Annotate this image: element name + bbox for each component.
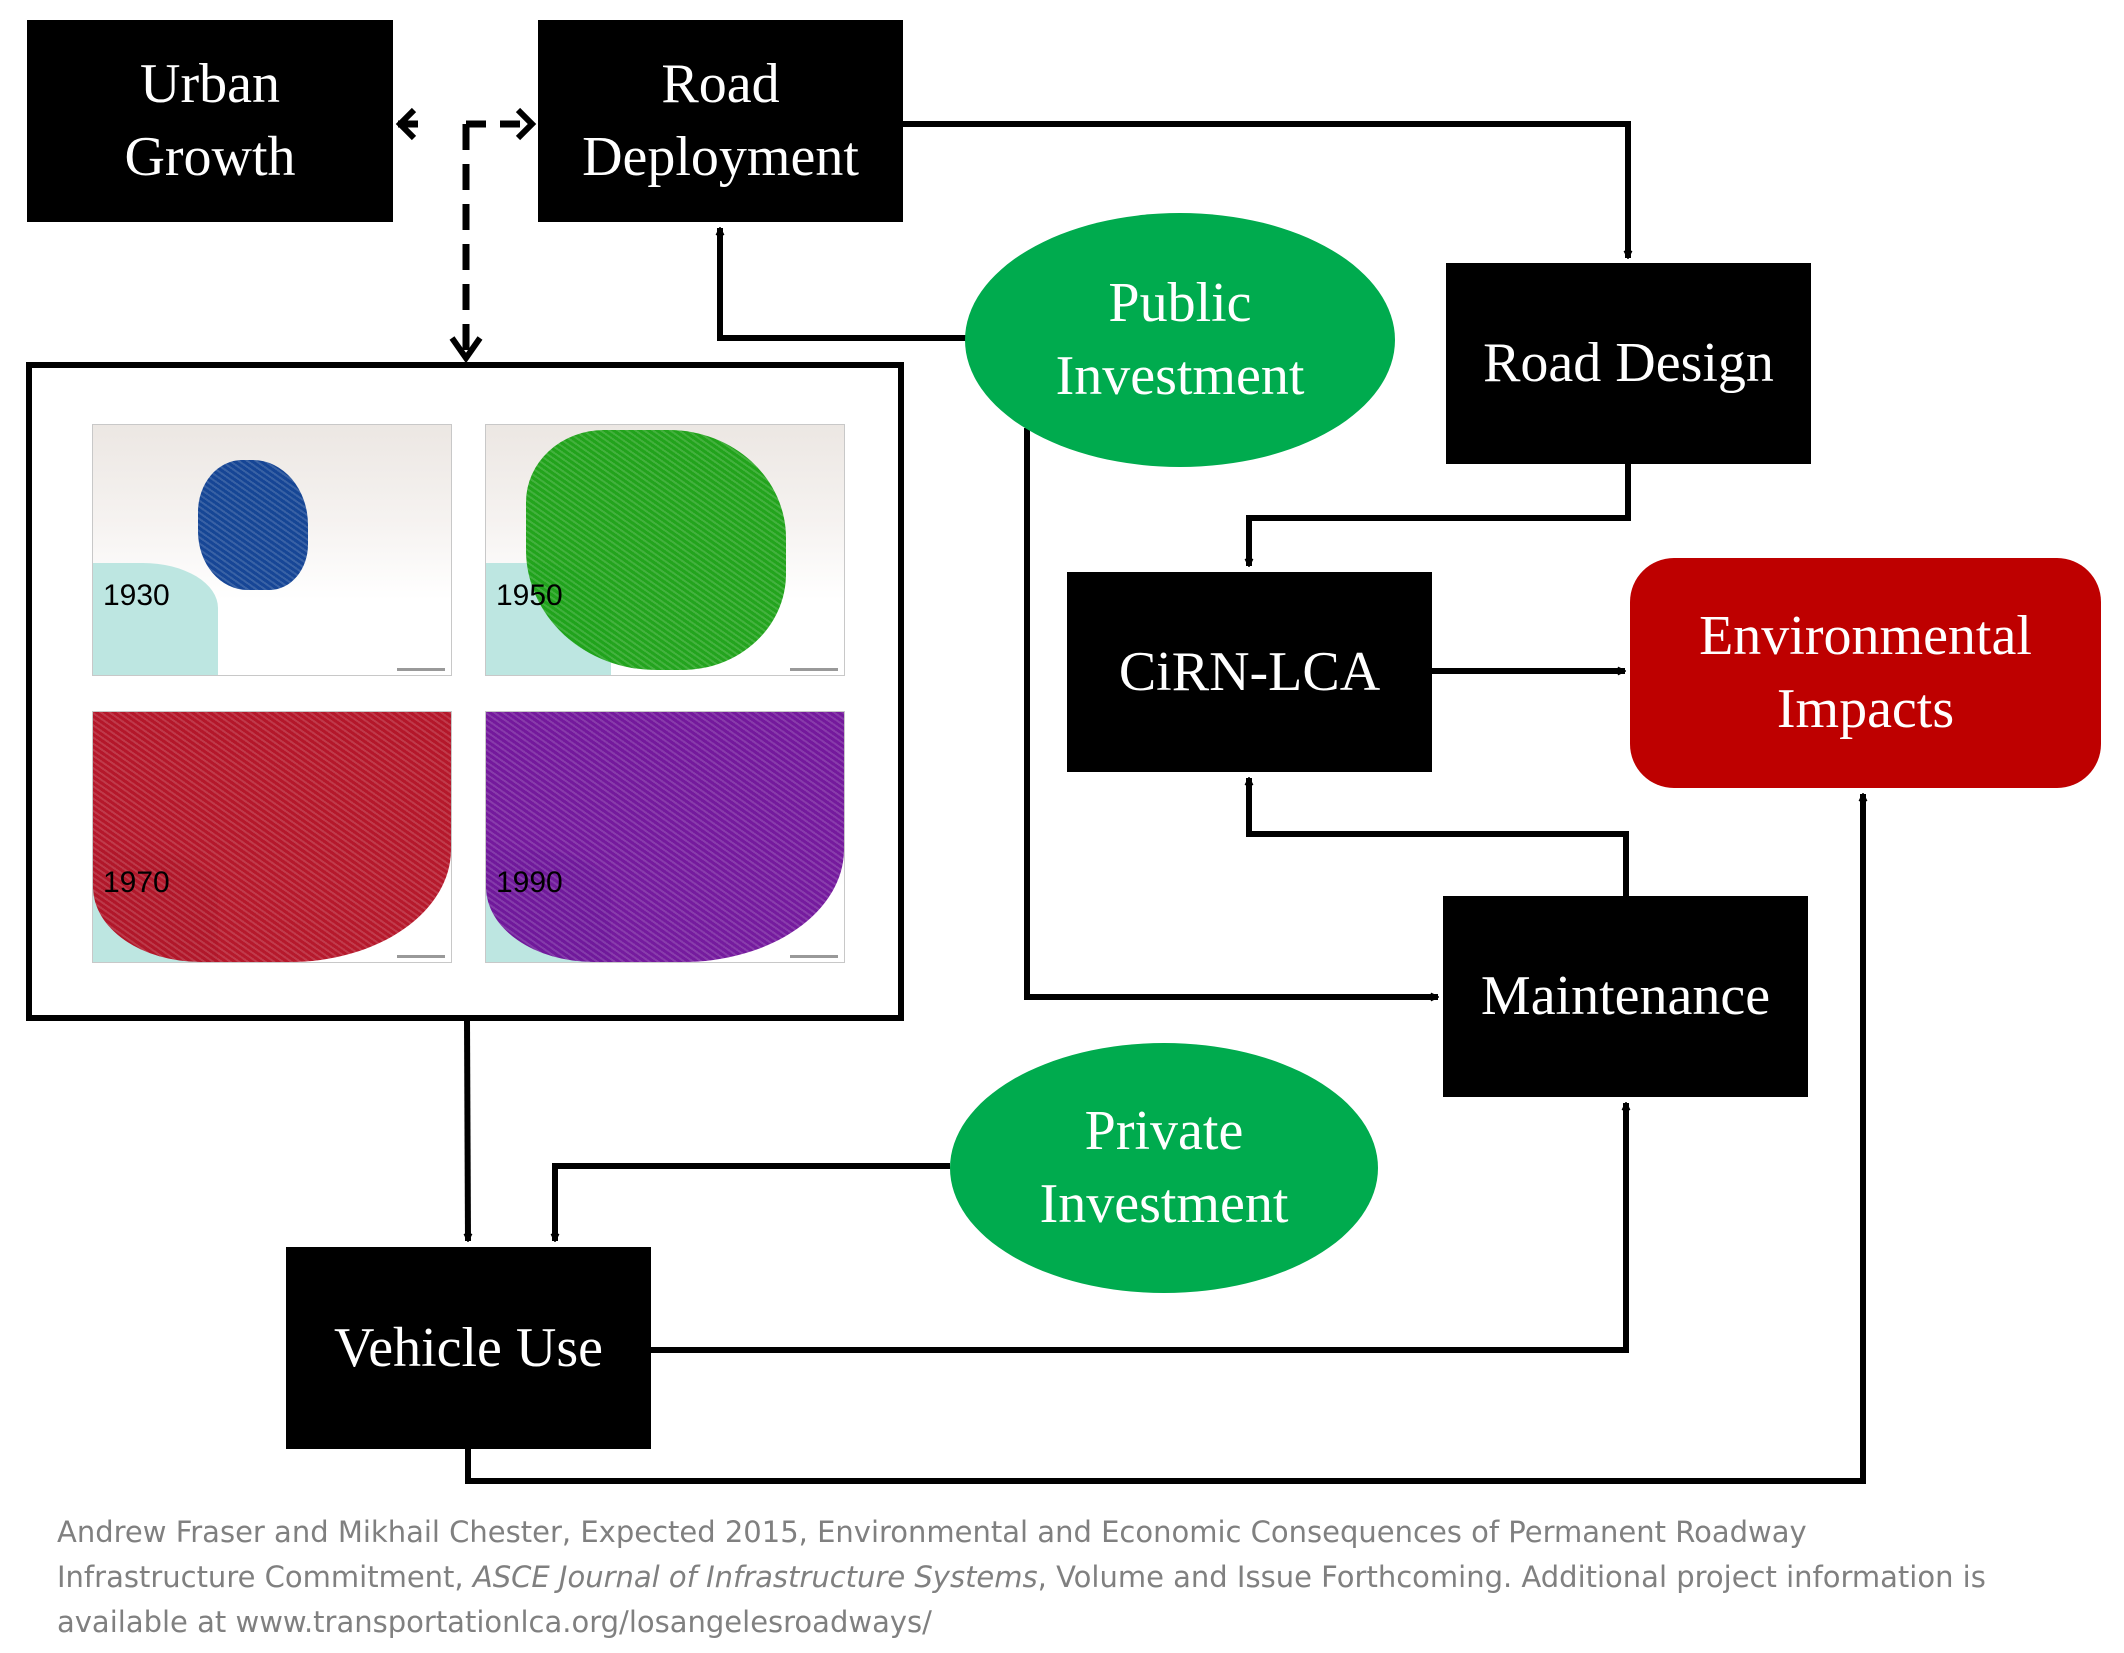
edge-public-to-maintenance xyxy=(1024,428,1438,997)
map-source-attribution xyxy=(790,668,838,671)
road-network-1990 xyxy=(486,712,844,962)
node-road-deployment: Road Deployment xyxy=(538,20,903,222)
citation-journal: ASCE Journal of Infrastructure Systems xyxy=(472,1560,1038,1594)
edge-private-to-vehicle xyxy=(555,1163,950,1241)
edge-maps-to-vehicle xyxy=(467,1020,468,1241)
map-1990: 1990 xyxy=(485,711,845,963)
node-label: Vehicle Use xyxy=(333,1316,603,1379)
map-1930: 1930 xyxy=(92,424,452,676)
citation-text: Andrew Fraser and Mikhail Chester, Expec… xyxy=(57,1515,1807,1594)
node-cirn-lca: CiRN-LCA xyxy=(1067,572,1432,772)
urban-growth-maps-panel: 1930 1950 1970 1990 xyxy=(26,362,904,1021)
road-network-1950 xyxy=(526,430,786,670)
map-1950: 1950 xyxy=(485,424,845,676)
map-source-attribution xyxy=(790,955,838,958)
node-environmental-impacts: Environmental Impacts xyxy=(1630,558,2101,788)
node-label: Environmental Impacts xyxy=(1699,605,2032,740)
node-vehicle-use: Vehicle Use xyxy=(286,1247,651,1449)
road-network-1930 xyxy=(198,460,308,590)
map-year-label: 1950 xyxy=(496,579,563,612)
map-source-attribution xyxy=(397,955,445,958)
map-year-label: 1970 xyxy=(103,866,170,899)
edge-design-to-cirn xyxy=(1249,464,1631,566)
node-urban-growth: Urban Growth xyxy=(27,20,393,222)
node-maintenance: Maintenance xyxy=(1443,896,1808,1097)
map-year-label: 1990 xyxy=(496,866,563,899)
node-label: Public Investment xyxy=(1055,272,1305,407)
node-public-investment: Public Investment xyxy=(965,213,1395,467)
edge-maintenance-to-cirn xyxy=(1249,778,1629,896)
edge-public-to-deployment xyxy=(720,228,968,341)
edge-vehicle-to-impacts xyxy=(465,794,1863,1484)
map-source-attribution xyxy=(397,668,445,671)
node-label: CiRN-LCA xyxy=(1118,640,1381,703)
node-label: Road Design xyxy=(1483,332,1774,395)
map-1970: 1970 xyxy=(92,711,452,963)
ocean xyxy=(93,562,219,675)
node-private-investment: Private Investment xyxy=(950,1043,1378,1293)
node-label: Urban Growth xyxy=(124,53,296,188)
map-year-label: 1930 xyxy=(103,579,170,612)
node-label: Private Investment xyxy=(1039,1100,1289,1235)
node-label: Road Deployment xyxy=(582,53,859,188)
edge-deployment-to-design xyxy=(903,121,1628,258)
node-label: Maintenance xyxy=(1480,965,1771,1028)
road-network-1970 xyxy=(93,712,451,962)
edge-urban-road-dashed xyxy=(395,107,537,364)
citation: Andrew Fraser and Mikhail Chester, Expec… xyxy=(57,1510,2007,1645)
edge-vehicle-to-maintenance xyxy=(651,1103,1626,1353)
node-road-design: Road Design xyxy=(1446,263,1811,464)
citation-text-end: , Volume and Issue Forthcoming. Addition… xyxy=(57,1560,1986,1639)
